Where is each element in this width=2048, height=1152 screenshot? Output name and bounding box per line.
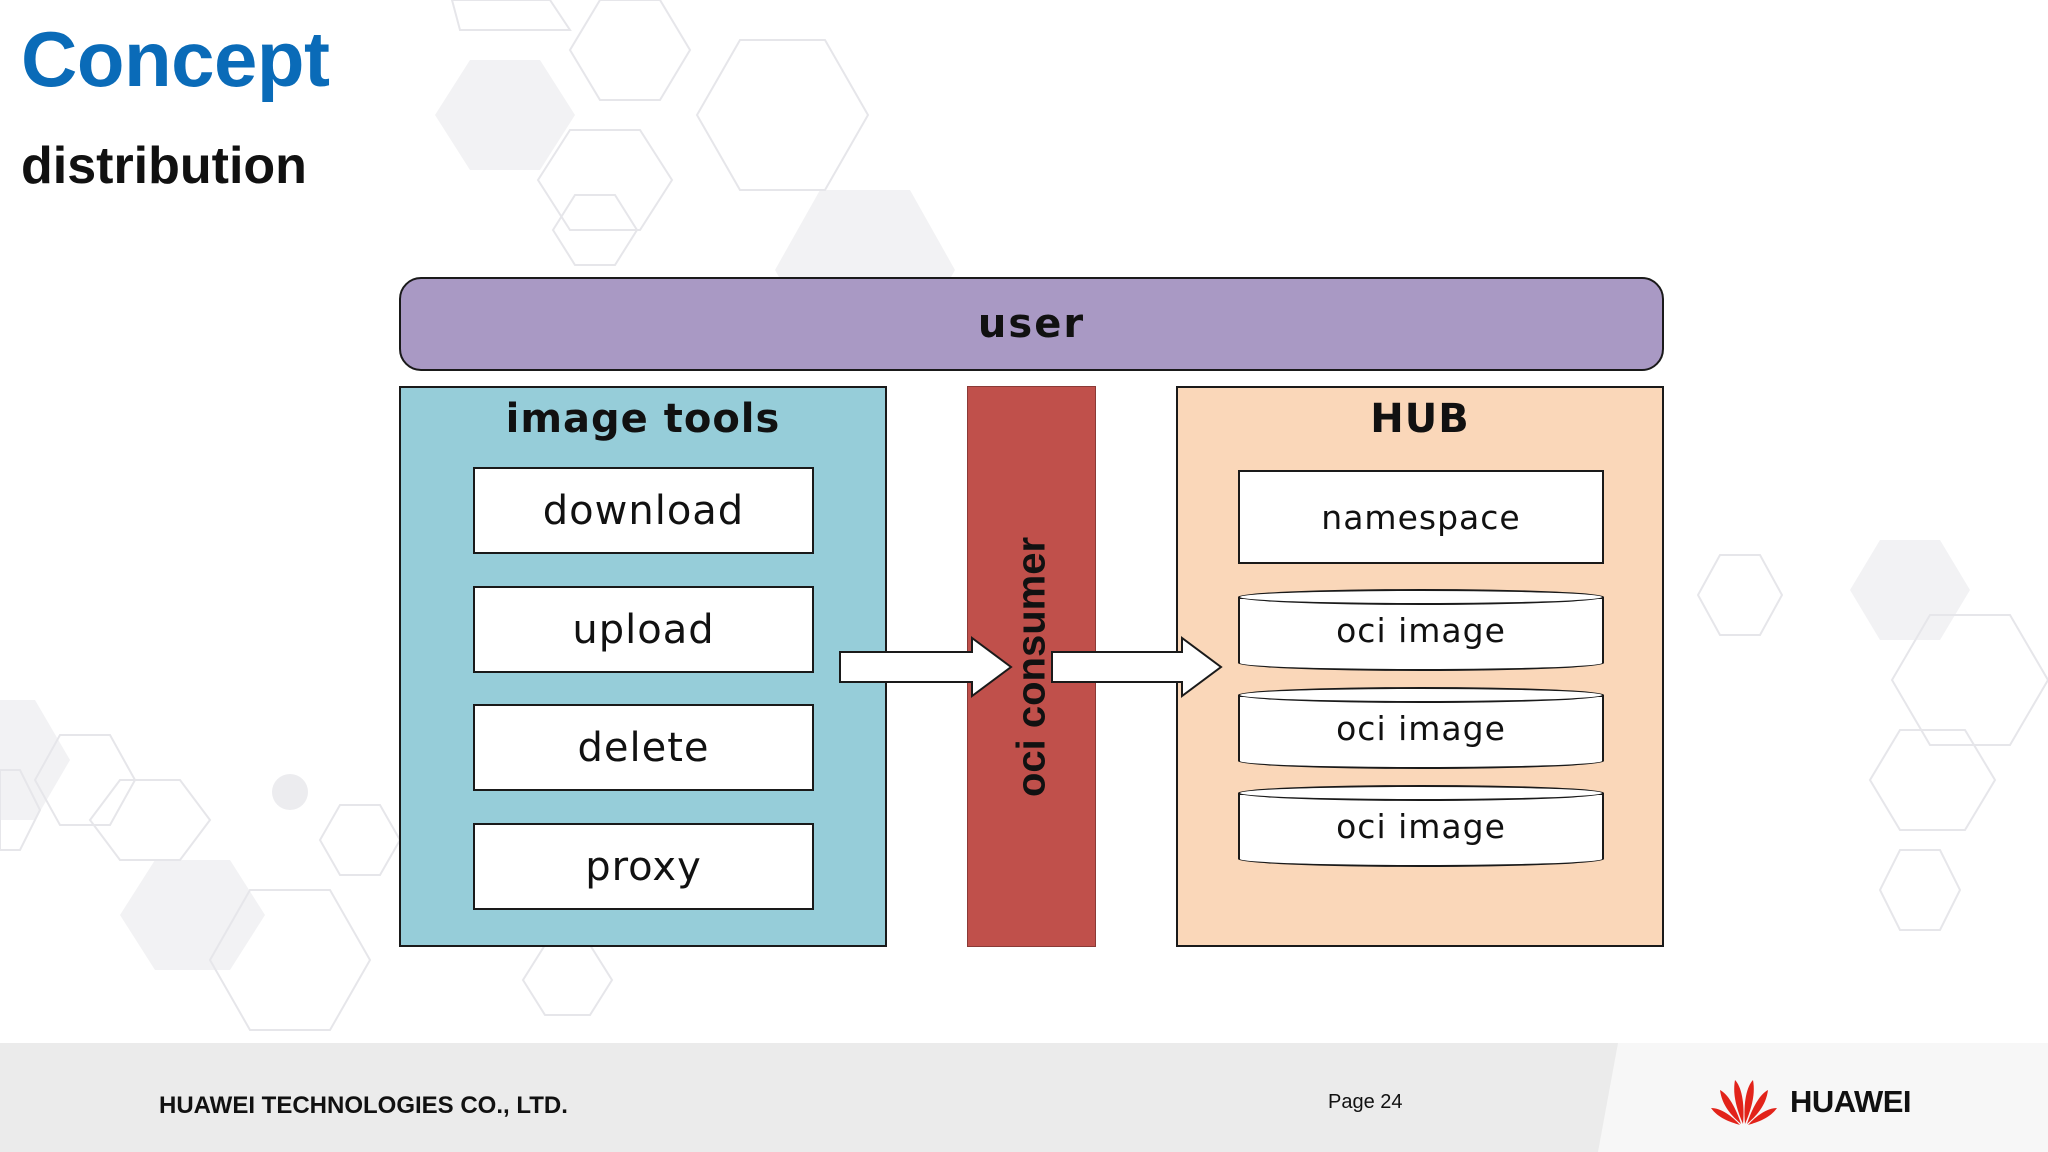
download-box: download — [473, 467, 814, 554]
image-tools-panel: image tools download upload delete proxy — [399, 386, 887, 947]
footer-slant — [1598, 1043, 2048, 1152]
upload-box: upload — [473, 586, 814, 673]
user-bar: user — [399, 277, 1664, 371]
oci-image-label: oci image — [1336, 709, 1506, 748]
slide-subtitle: distribution — [21, 137, 307, 195]
proxy-box: proxy — [473, 823, 814, 910]
footer-bar — [0, 1043, 2048, 1152]
huawei-logo: HUAWEI — [1708, 1072, 1948, 1128]
huawei-flower-icon — [1711, 1080, 1777, 1125]
oci-image-label: oci image — [1336, 611, 1506, 650]
oci-image-cylinder: oci image — [1238, 589, 1604, 679]
slide-title: Concept — [21, 15, 330, 103]
company-name: HUAWEI TECHNOLOGIES CO., LTD. — [159, 1092, 568, 1119]
hub-title: HUB — [1370, 396, 1470, 442]
namespace-box: namespace — [1238, 470, 1604, 564]
oci-image-label: oci image — [1336, 807, 1506, 846]
oci-consumer-bar: oci consumer — [967, 386, 1096, 947]
page-number: Page 24 — [1328, 1091, 1403, 1113]
oci-consumer-label: oci consumer — [1009, 536, 1054, 798]
hub-panel: HUB namespace oci image oci image oci im… — [1176, 386, 1664, 947]
image-tools-title: image tools — [505, 396, 781, 442]
oci-image-cylinder: oci image — [1238, 785, 1604, 875]
huawei-logo-text: HUAWEI — [1790, 1084, 1912, 1119]
delete-box: delete — [473, 704, 814, 791]
oci-image-cylinder: oci image — [1238, 687, 1604, 777]
